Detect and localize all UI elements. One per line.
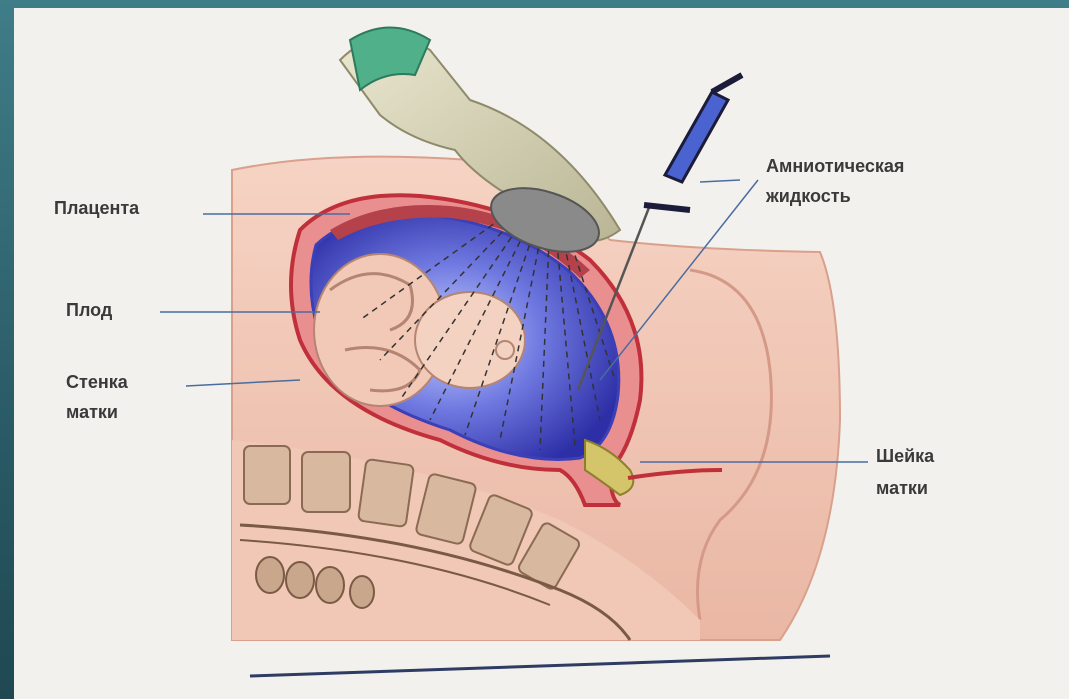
label-fetus: Плод xyxy=(66,300,113,320)
label-uterine-wall-1: Стенка xyxy=(66,372,129,392)
label-placenta: Плацента xyxy=(54,198,140,218)
table-line xyxy=(250,656,830,676)
label-amniotic-1: Амниотическая xyxy=(766,156,904,176)
label-cervix-2: матки xyxy=(876,478,928,498)
label-cervix-1: Шейка xyxy=(876,446,935,466)
label-uterine-wall-2: матки xyxy=(66,402,118,422)
label-amniotic-2: жидкость xyxy=(765,186,851,206)
